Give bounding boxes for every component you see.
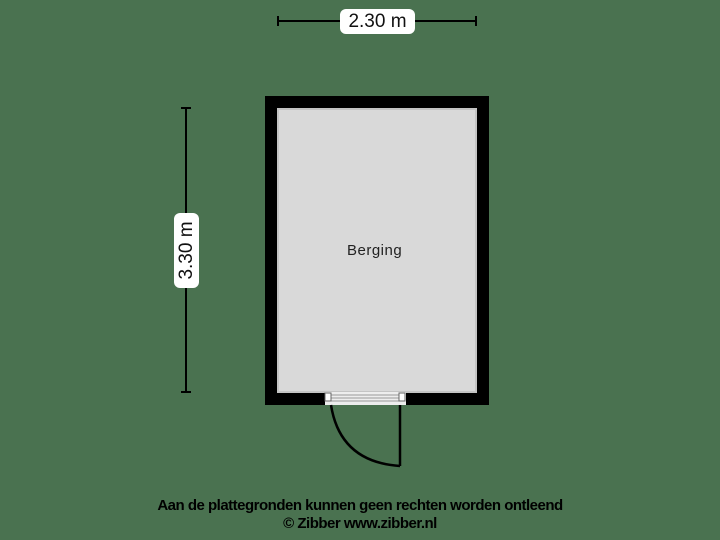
disclaimer-text: Aan de plattegronden kunnen geen rechten… (157, 497, 563, 514)
copyright-text: © Zibber www.zibber.nl (283, 515, 437, 532)
width-dimension-label: 2.30 m (340, 9, 415, 34)
door (324, 392, 406, 468)
height-dimension-label: 3.30 m (174, 213, 199, 288)
room-label-berging: Berging (347, 242, 403, 259)
room-floor-berging (278, 109, 476, 392)
